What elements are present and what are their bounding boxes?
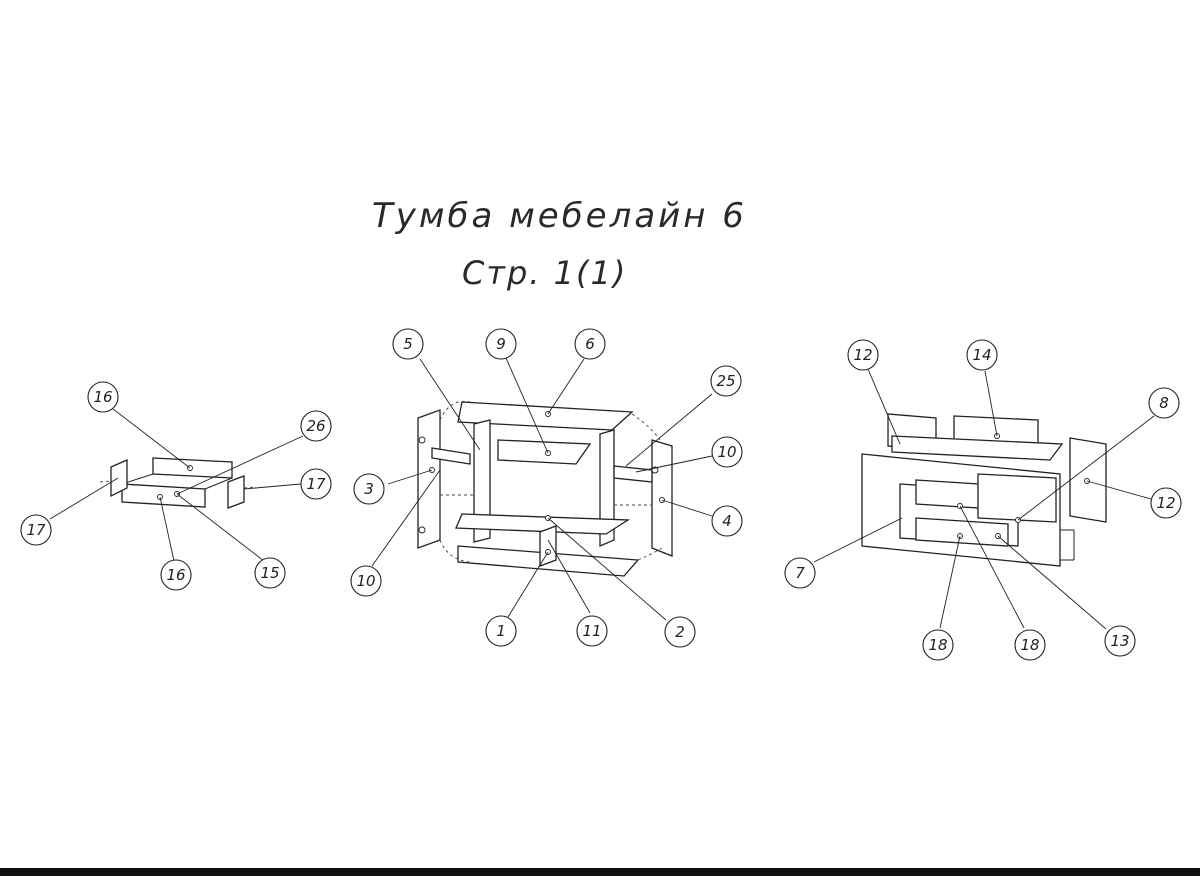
svg-text:5: 5 bbox=[403, 335, 413, 353]
callout-16-bottom: 16 bbox=[160, 559, 192, 591]
drawer-front-panel bbox=[121, 483, 206, 508]
cabinet-body bbox=[417, 400, 673, 577]
small-shelf-right bbox=[613, 465, 653, 483]
callout-12-right: 12 bbox=[1150, 487, 1182, 519]
svg-text:12: 12 bbox=[853, 346, 872, 364]
callout-7: 7 bbox=[784, 557, 816, 589]
callout-2: 2 bbox=[664, 616, 696, 648]
callout-4: 4 bbox=[711, 505, 743, 537]
svg-text:4: 4 bbox=[722, 512, 732, 530]
callout-26: 26 bbox=[300, 410, 332, 442]
svg-text:25: 25 bbox=[716, 372, 735, 390]
svg-text:7: 7 bbox=[795, 564, 805, 582]
svg-text:3: 3 bbox=[364, 480, 374, 498]
callout-18-left: 18 bbox=[922, 629, 954, 661]
door-insert bbox=[977, 473, 1057, 523]
middle-shelf bbox=[497, 439, 592, 465]
svg-text:14: 14 bbox=[972, 346, 991, 364]
callout-10-left: 10 bbox=[350, 565, 382, 597]
scan-edge-bar bbox=[0, 868, 1200, 876]
svg-text:1: 1 bbox=[496, 622, 506, 640]
door-assembly bbox=[861, 413, 1107, 567]
callout-10-right: 10 bbox=[711, 436, 743, 468]
partition-right bbox=[599, 429, 615, 547]
callout-5: 5 bbox=[392, 328, 424, 360]
cabinet-bottom bbox=[455, 513, 631, 535]
callout-9: 9 bbox=[485, 328, 517, 360]
callout-14: 14 bbox=[966, 339, 998, 371]
callout-15: 15 bbox=[254, 557, 286, 589]
drawer-side-left bbox=[110, 459, 128, 498]
svg-text:6: 6 bbox=[585, 335, 595, 353]
svg-text:26: 26 bbox=[306, 417, 325, 435]
callout-11: 11 bbox=[576, 615, 608, 647]
callout-6: 6 bbox=[574, 328, 606, 360]
svg-text:10: 10 bbox=[717, 443, 736, 461]
drawing-title: Тумба мебелайн 6 bbox=[372, 196, 747, 236]
svg-text:2: 2 bbox=[675, 623, 685, 641]
page-number: Стр. 1(1) bbox=[462, 254, 628, 292]
svg-text:9: 9 bbox=[496, 335, 506, 353]
callout-3: 3 bbox=[353, 473, 385, 505]
inner-top bbox=[891, 435, 1064, 461]
svg-text:15: 15 bbox=[260, 564, 279, 582]
callout-16-top: 16 bbox=[87, 381, 119, 413]
callout-25: 25 bbox=[710, 365, 742, 397]
callout-12-top: 12 bbox=[847, 339, 879, 371]
drawer-assembly bbox=[99, 457, 257, 509]
callout-13: 13 bbox=[1104, 625, 1136, 657]
drawer-side-right bbox=[227, 475, 245, 509]
small-shelf-left bbox=[431, 447, 471, 465]
svg-text:16: 16 bbox=[166, 566, 185, 584]
callout-17-left: 17 bbox=[20, 514, 52, 546]
svg-text:13: 13 bbox=[1110, 632, 1129, 650]
callout-17-right: 17 bbox=[300, 468, 332, 500]
svg-text:18: 18 bbox=[1020, 636, 1039, 654]
svg-text:17: 17 bbox=[306, 475, 326, 493]
svg-text:11: 11 bbox=[582, 622, 601, 640]
callout-18-right: 18 bbox=[1014, 629, 1046, 661]
svg-text:18: 18 bbox=[928, 636, 947, 654]
callout-1: 1 bbox=[485, 615, 517, 647]
svg-text:17: 17 bbox=[26, 521, 46, 539]
svg-text:12: 12 bbox=[1156, 494, 1175, 512]
callout-8: 8 bbox=[1148, 387, 1180, 419]
leader-lines bbox=[49, 357, 1155, 630]
svg-text:8: 8 bbox=[1159, 394, 1169, 412]
support-panel bbox=[539, 525, 557, 567]
partition-left bbox=[473, 419, 491, 543]
svg-text:16: 16 bbox=[93, 388, 112, 406]
svg-text:10: 10 bbox=[356, 572, 375, 590]
drawer-front-lower bbox=[915, 517, 1009, 547]
